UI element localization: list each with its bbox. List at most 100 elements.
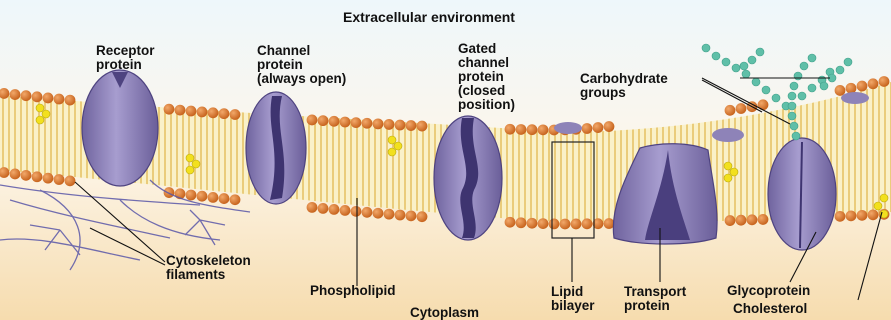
phospholipid-head	[417, 121, 428, 132]
carbohydrate-unit	[742, 70, 750, 78]
carbohydrate-unit	[808, 54, 816, 62]
glycoprotein-label: Glycoprotein	[727, 284, 810, 298]
phospholipid-head	[230, 109, 241, 120]
phospholipid-head	[43, 173, 54, 184]
phospholipid-head	[593, 122, 604, 133]
carbohydrate-unit	[740, 62, 748, 70]
peripheral-protein	[841, 92, 869, 104]
phospholipid-head	[527, 218, 538, 229]
phospholipid-head	[516, 124, 527, 135]
phospholipid-head	[538, 124, 549, 135]
carbohydrate-unit	[748, 56, 756, 64]
carbohydrate-unit	[756, 48, 764, 56]
carbohydrate-unit	[792, 132, 800, 140]
carbohydrate-unit	[790, 122, 798, 130]
phospholipid-head	[329, 116, 340, 127]
phospholipid-head	[32, 171, 43, 182]
carbohydrate-unit	[732, 64, 740, 72]
phospholipid-head	[208, 107, 219, 118]
phospholipid-head	[758, 214, 769, 225]
phospholipid-head	[406, 120, 417, 131]
phospholipid-head	[351, 206, 362, 217]
phospholipid-head	[362, 207, 373, 218]
phospholipid-head	[54, 174, 65, 185]
phospholipid-head	[10, 169, 21, 180]
phospholipid-head	[417, 211, 428, 222]
extracellular-label: Extracellular environment	[343, 10, 515, 24]
phospholipid-head	[384, 119, 395, 130]
cytoplasm-label: Cytoplasm	[410, 306, 479, 320]
phospholipid-head	[736, 103, 747, 114]
carbohydrate-unit	[844, 58, 852, 66]
phospholipid-head	[571, 219, 582, 230]
phospholipid-head	[340, 205, 351, 216]
phospholipid-head	[219, 193, 230, 204]
phospholipid-head	[373, 208, 384, 219]
phospholipid-head	[208, 192, 219, 203]
phospholipid-head	[747, 214, 758, 225]
carbohydrate-unit	[702, 44, 710, 52]
phospholipid-head	[527, 124, 538, 135]
carbohydrate-unit	[788, 102, 796, 110]
carbohydrate-unit	[798, 92, 806, 100]
phospholipid-head	[186, 190, 197, 201]
phospholipid-head	[21, 90, 32, 101]
carbohydrate-unit	[794, 72, 802, 80]
carbohydrate-unit	[722, 58, 730, 66]
phospholipid-head	[164, 187, 175, 198]
transport-protein-label: Transport protein	[624, 285, 686, 313]
phospholipid-head	[32, 91, 43, 102]
receptor-protein-label: Receptor protein	[96, 44, 155, 72]
phospholipid-head	[384, 209, 395, 220]
phospholipid-head	[505, 124, 516, 135]
phospholipid-head	[175, 105, 186, 116]
phospholipid-head	[549, 219, 560, 230]
phospholipid-head	[505, 217, 516, 228]
phospholipid-head	[329, 204, 340, 215]
phospholipid-head	[879, 76, 890, 87]
phospholipid-head	[846, 210, 857, 221]
carbohydrate-unit	[808, 84, 816, 92]
phospholipid-head	[560, 219, 571, 230]
phospholipid-head	[65, 95, 76, 106]
phospholipid-head	[318, 115, 329, 126]
cytoskeleton-label: Cytoskeleton filaments	[166, 254, 251, 282]
phospholipid-head	[868, 78, 879, 89]
phospholipid-head	[186, 106, 197, 117]
phospholipid-head	[406, 210, 417, 221]
carbohydrate-unit	[752, 78, 760, 86]
gated-channel-label: Gated channel protein (closed position)	[458, 42, 515, 112]
phospholipid-head	[835, 85, 846, 96]
carbohydrate-unit	[788, 92, 796, 100]
peripheral-protein	[712, 128, 744, 142]
carbohydrate-unit	[788, 112, 796, 120]
phospholipid-head	[868, 209, 879, 220]
phospholipid-head	[318, 203, 329, 214]
phospholipid-head	[65, 175, 76, 186]
carbohydrate-unit	[820, 82, 828, 90]
phospholipid-head	[725, 105, 736, 116]
peripheral-protein	[554, 122, 582, 134]
carbohydrate-groups-label: Carbohydrate groups	[580, 72, 668, 100]
phospholipid-head	[725, 215, 736, 226]
phospholipid-head	[582, 218, 593, 229]
carbohydrate-unit	[712, 52, 720, 60]
lipid-bilayer-label: Lipid bilayer	[551, 285, 595, 313]
phospholipid-head	[373, 118, 384, 129]
phospholipid-head	[351, 117, 362, 128]
phospholipid-head	[307, 115, 318, 126]
phospholipid-head	[758, 99, 769, 110]
channel-protein-label: Channel protein (always open)	[257, 44, 346, 86]
phospholipid-head	[340, 117, 351, 128]
phospholipid-head	[835, 211, 846, 222]
phospholipid-head	[54, 94, 65, 105]
carbohydrate-unit	[800, 62, 808, 70]
phospholipid-head	[219, 108, 230, 119]
carbohydrate-unit	[762, 86, 770, 94]
phospholipid-head	[857, 81, 868, 92]
phospholipid-head	[395, 210, 406, 221]
carbohydrate-unit	[790, 82, 798, 90]
phospholipid-label: Phospholipid	[310, 284, 396, 298]
phospholipid-head	[164, 104, 175, 115]
